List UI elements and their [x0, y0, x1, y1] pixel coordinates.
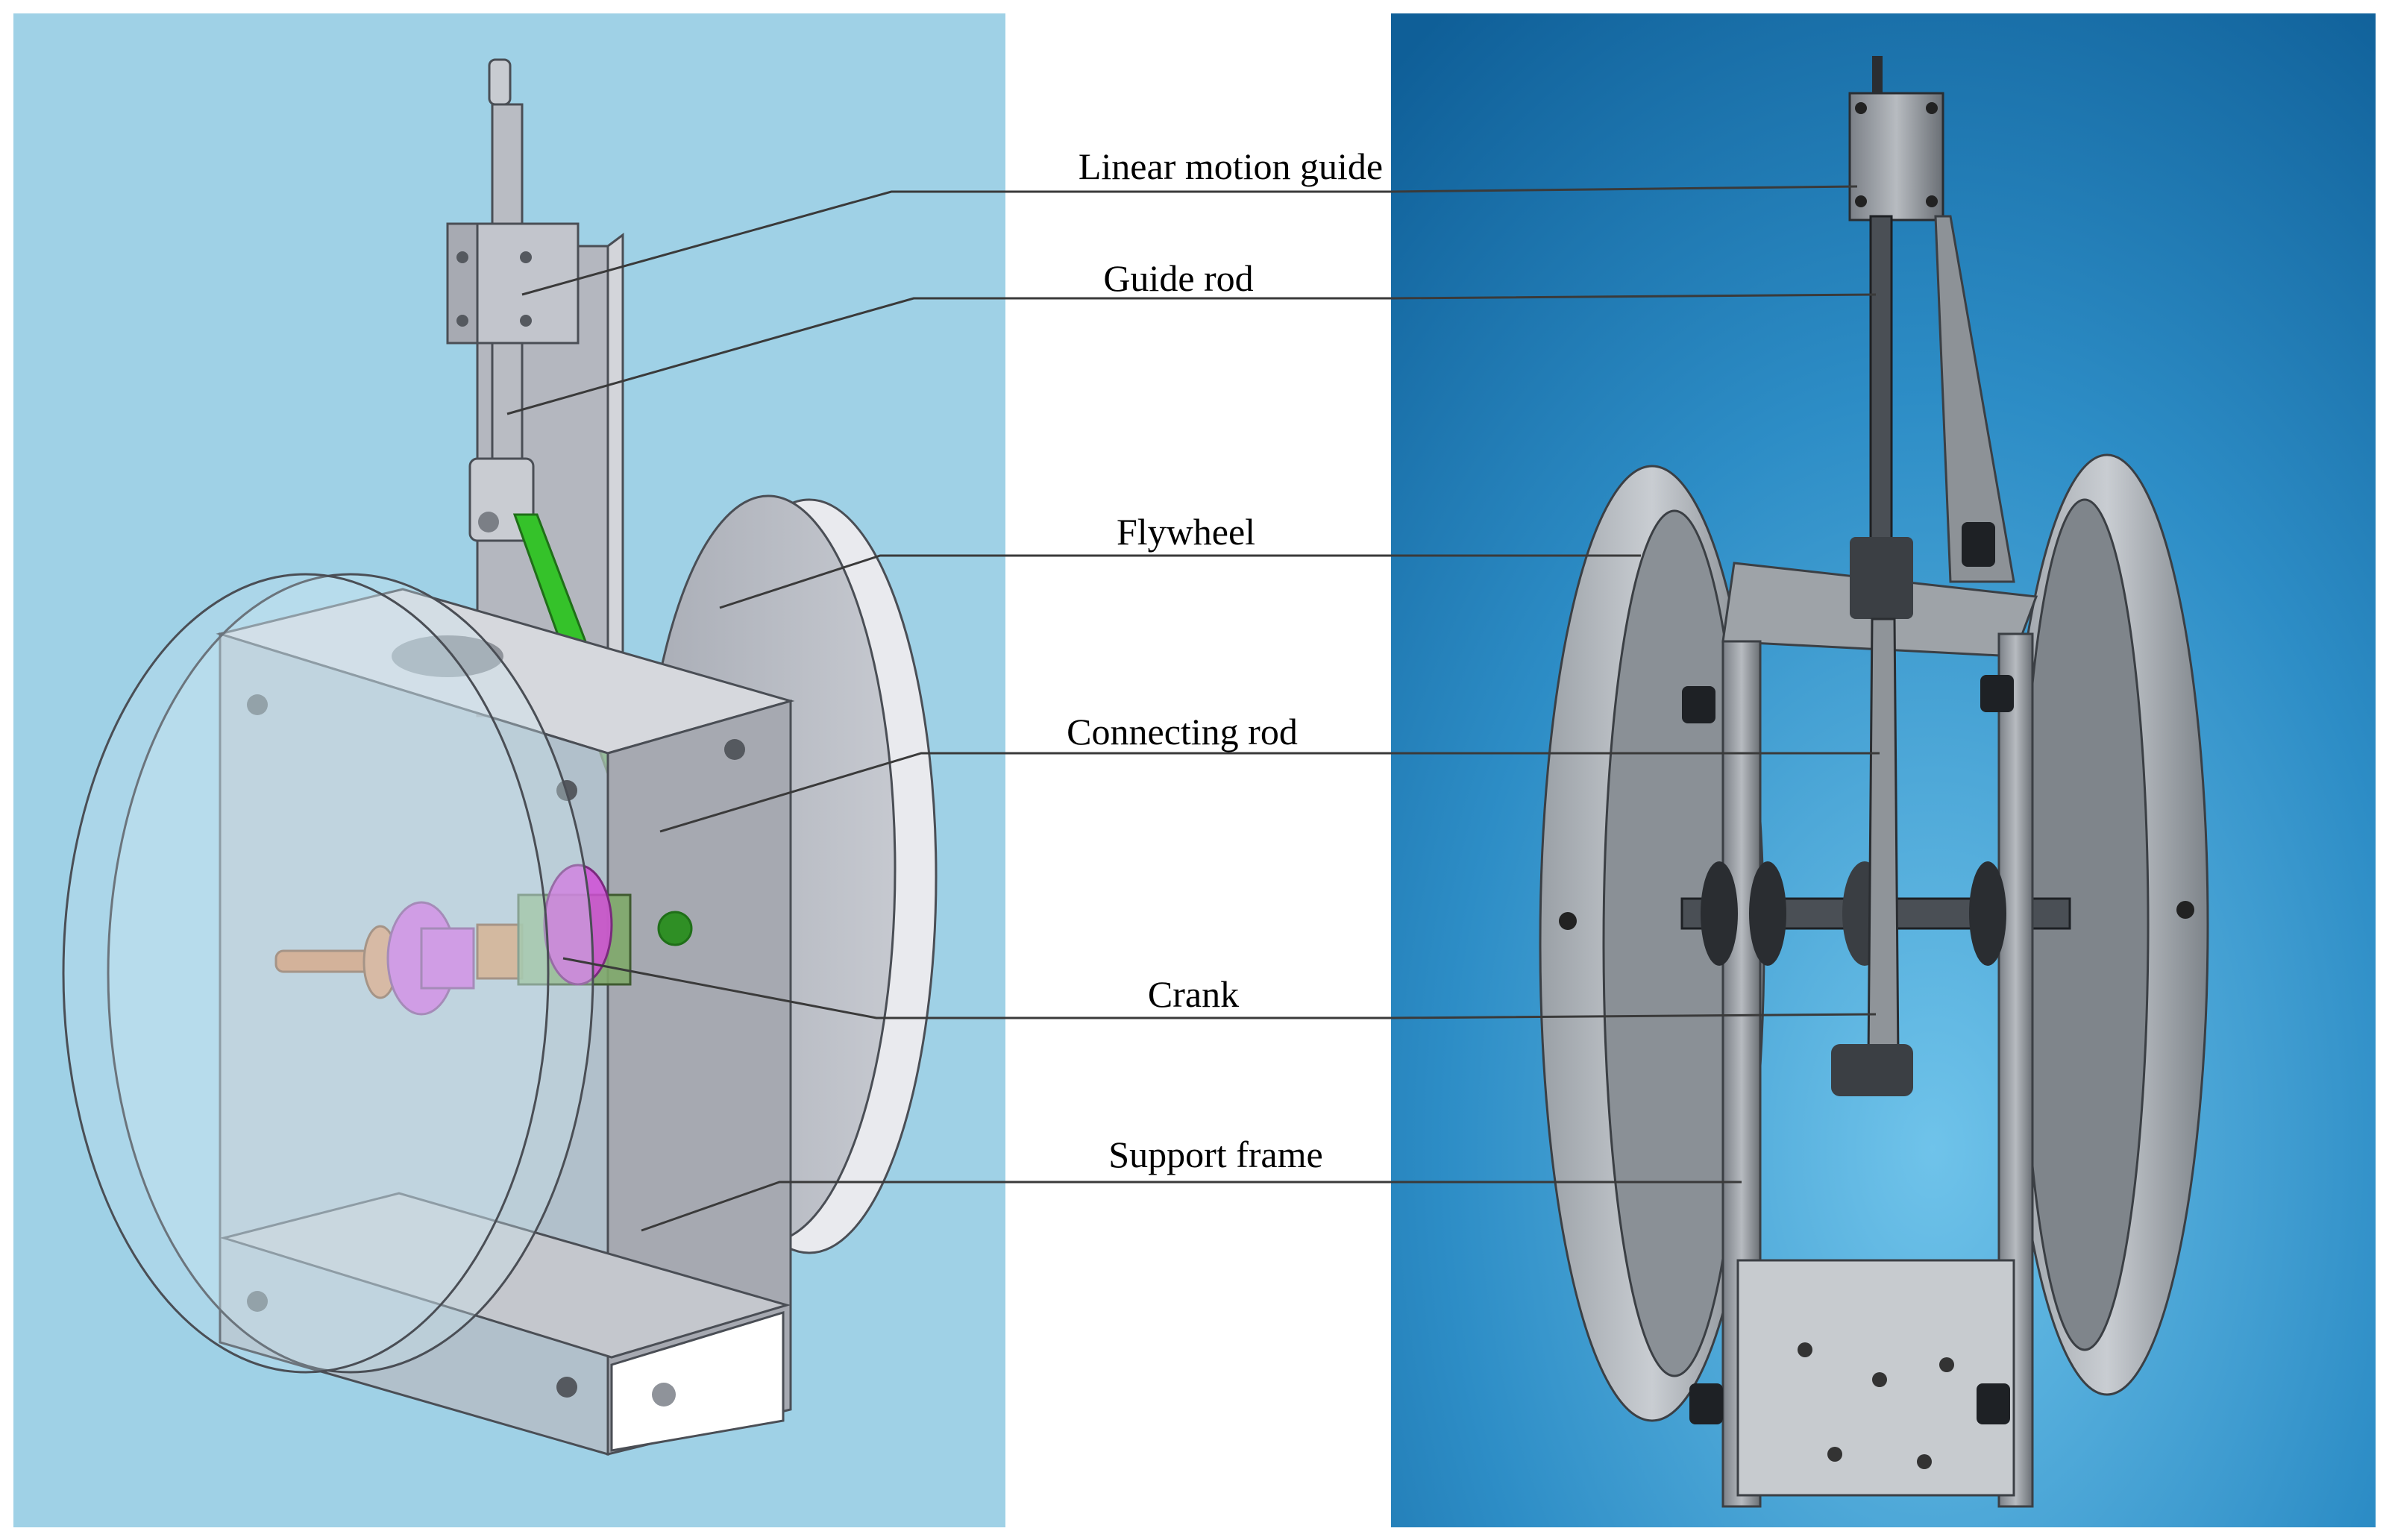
label-guide-rod: Guide rod [1103, 257, 1253, 299]
callout-linear-motion-guide: Linear motion guide [521, 145, 1858, 296]
photo-support-frame [1682, 562, 2038, 1508]
cad-support-frame [216, 588, 795, 1456]
photo-right-flywheel [2005, 453, 2209, 1396]
cad-model-panel [13, 13, 1005, 1527]
callout-support-frame: Support frame [641, 1134, 1742, 1232]
photo-panel [1391, 13, 2376, 1527]
photo-connecting-rod [1831, 537, 1913, 1096]
callout-flywheel: Flywheel [719, 511, 1641, 609]
leader-support-frame [641, 1181, 1742, 1232]
callouts: Linear motion guide Guide rod Flywheel C… [506, 145, 1880, 1232]
leader-flywheel [719, 554, 1641, 609]
label-flywheel: Flywheel [1117, 511, 1255, 553]
callout-crank: Crank [562, 957, 1877, 1019]
cad-shaft-assembly [274, 864, 693, 1016]
callout-connecting-rod: Connecting rod [659, 711, 1880, 833]
label-support-frame: Support frame [1108, 1134, 1322, 1175]
leader-connecting-rod [659, 752, 1880, 833]
label-crank: Crank [1148, 973, 1239, 1015]
leader-crank [562, 957, 1877, 1019]
cad-linear-motion-guide [446, 222, 580, 345]
cad-front-flywheel-transparent [62, 573, 594, 1374]
label-linear-motion-guide: Linear motion guide [1079, 145, 1383, 187]
label-connecting-rod: Connecting rod [1067, 711, 1298, 752]
leader-linear-motion-guide [521, 185, 1858, 296]
callout-guide-rod: Guide rod [506, 257, 1877, 415]
photo-guide-assembly [1848, 56, 2015, 583]
leader-guide-rod [506, 293, 1877, 415]
